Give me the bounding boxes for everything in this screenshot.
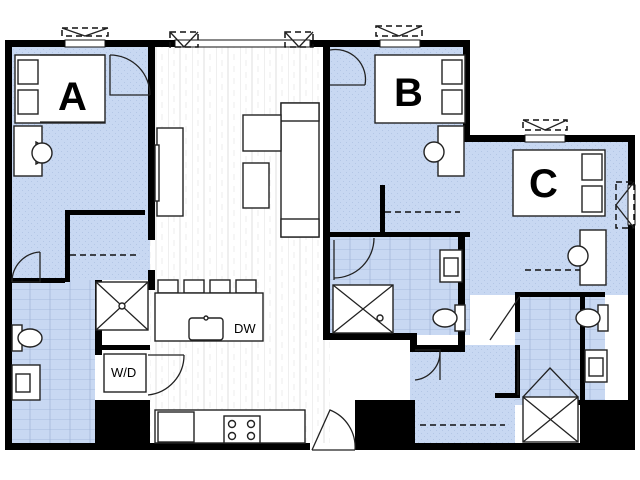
living-furniture	[154, 102, 320, 238]
entry-door	[310, 409, 356, 451]
window-bedroom-c-top	[522, 119, 568, 143]
stool-2	[183, 279, 205, 294]
window-living-left	[169, 31, 314, 48]
bedroom-b-furniture	[329, 48, 466, 280]
window-bedroom-a	[61, 27, 109, 48]
kitchen	[103, 279, 306, 444]
bath-a-fixtures	[11, 251, 149, 401]
windows	[61, 25, 636, 229]
bath-b-fixtures	[332, 249, 466, 334]
washer-dryer	[103, 353, 147, 393]
washer-dryer-label: W/D	[111, 365, 136, 380]
armchair	[242, 114, 282, 152]
walls	[5, 40, 635, 450]
bedroom-b-letter: B	[394, 71, 423, 115]
dishwasher-label: DW	[234, 321, 256, 336]
coffee-table	[242, 162, 270, 209]
window-bedroom-c-side	[615, 181, 636, 229]
stool-3	[209, 279, 231, 294]
bath-a-floor	[10, 280, 95, 445]
stool-4	[235, 279, 257, 294]
bedroom-c-letter: C	[529, 162, 558, 206]
fridge	[157, 411, 195, 443]
window-bedroom-b	[375, 25, 423, 48]
tv-console	[156, 127, 184, 217]
hall-closet	[414, 349, 505, 426]
sofa	[280, 102, 320, 238]
island-sink	[188, 317, 224, 341]
bath-c-fixtures	[517, 304, 609, 443]
bedroom-c-furniture	[489, 149, 607, 341]
bedroom-a-furniture	[13, 54, 151, 177]
stool-1	[157, 279, 179, 294]
bedroom-a-letter: A	[58, 75, 87, 119]
